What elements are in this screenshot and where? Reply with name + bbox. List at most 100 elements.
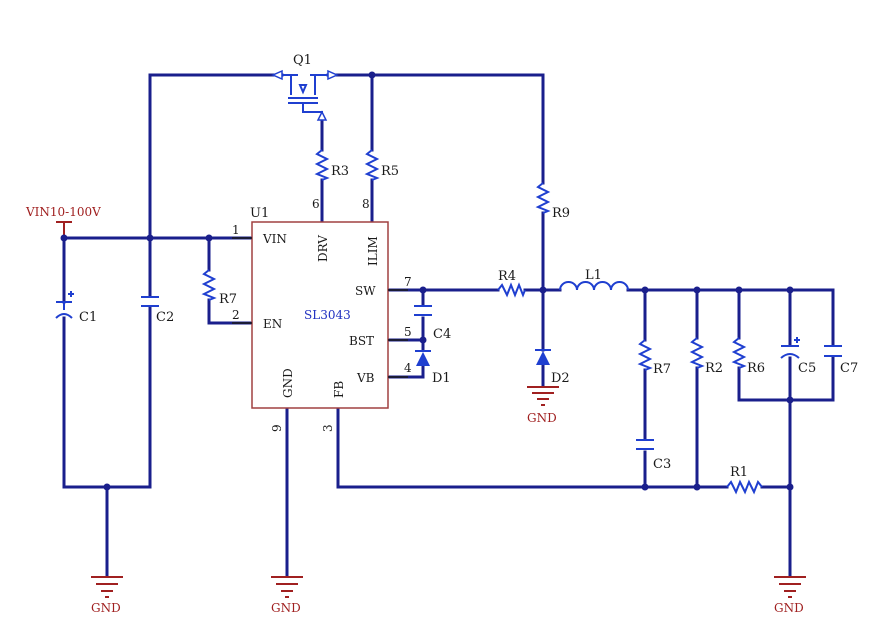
junctions (60, 71, 794, 491)
pin-name-gnd: GND (281, 368, 295, 398)
r4-label: R4 (498, 269, 516, 284)
diode-d1-triangle (416, 352, 430, 366)
r3-label: R3 (331, 164, 349, 179)
c7-label: C7 (840, 361, 858, 376)
junction-dot (103, 483, 111, 491)
resistor-r5 (364, 149, 380, 181)
c5-label: C5 (798, 361, 816, 376)
capacitor-c2 (141, 296, 159, 307)
c2-label: C2 (156, 310, 174, 325)
diodes: D1 D2 (415, 349, 570, 386)
ground-symbol-right (774, 576, 806, 598)
capacitor-c5-plus (794, 337, 800, 343)
pin-num-bst: 5 (404, 325, 412, 339)
pin-name-drv: DRV (316, 235, 330, 262)
junction-dot (693, 483, 701, 491)
junction-dot (146, 234, 154, 242)
vin-net-label: VIN10-100V (25, 205, 101, 219)
ground-symbol-chip (271, 576, 303, 598)
inductor-l1: L1 (559, 268, 629, 291)
r7-left-label: R7 (219, 292, 237, 307)
wire-q1-to-r9 (326, 73, 545, 185)
resistor-r9 (535, 182, 551, 214)
junction-dot (60, 234, 68, 242)
mosfet-q1: Q1 (271, 53, 339, 121)
pin-num-drv: 6 (312, 197, 320, 211)
r2-label: R2 (705, 361, 723, 376)
pin-num-ilim: 8 (362, 197, 370, 211)
resistors: R3 R5 R9 R7 R4 R7 R2 R6 R1 (201, 149, 765, 495)
junction-dot (205, 234, 213, 242)
l1-label: L1 (585, 268, 602, 283)
r7-right-label: R7 (653, 362, 671, 377)
pin-name-fb: FB (332, 381, 346, 398)
grounds: GND GND GND GND (91, 386, 806, 615)
junction-dot (419, 336, 427, 344)
c1-label: C1 (79, 310, 97, 325)
ground-symbol-left (91, 576, 123, 598)
gnd-left-label: GND (91, 601, 121, 615)
r1-label: R1 (730, 465, 748, 480)
chip-pin-stubs (232, 237, 408, 378)
capacitor-c5-plate-bottom (780, 353, 800, 359)
resistor-r2 (689, 337, 705, 369)
capacitor-c3 (636, 439, 654, 450)
wire-r6-bottom (737, 366, 835, 402)
pin-num-en: 2 (232, 308, 240, 322)
junction-dot (419, 286, 427, 294)
c3-label: C3 (653, 457, 671, 472)
resistor-r6 (731, 337, 747, 369)
junction-dot (693, 286, 701, 294)
d1-label: D1 (432, 371, 451, 386)
chip-part-number: SL3043 (304, 308, 351, 322)
r5-label: R5 (381, 164, 399, 179)
junction-dot (641, 483, 649, 491)
wire-input-loop (62, 306, 152, 489)
pin-name-vin: VIN (262, 232, 287, 246)
d2-label: D2 (551, 371, 570, 386)
capacitor-c7 (824, 345, 842, 357)
chip-u1: U1 SL3043 1 VIN 2 EN 7 SW 5 BST 4 VB 6 D… (232, 197, 412, 432)
wire-fb (336, 406, 729, 489)
pin-name-bst: BST (349, 334, 374, 348)
pin-num-vin: 1 (232, 223, 240, 237)
junction-dot (539, 286, 547, 294)
pin-name-ilim: ILIM (366, 236, 380, 266)
wires (56, 73, 835, 577)
r6-label: R6 (747, 361, 765, 376)
ground-symbol-d2 (527, 386, 559, 406)
diode-d2-triangle (536, 351, 550, 365)
q1-label: Q1 (293, 53, 312, 68)
capacitor-c4 (414, 305, 432, 316)
pin-name-en: EN (263, 317, 282, 331)
pin-num-vb: 4 (404, 361, 412, 375)
resistor-r7-right (637, 339, 653, 371)
chip-body (251, 221, 389, 409)
gnd-right-label: GND (774, 601, 804, 615)
pin-num-sw: 7 (404, 275, 412, 289)
resistor-r3 (314, 149, 330, 181)
junction-dot (735, 286, 743, 294)
capacitors: C1 C2 C4 C3 C5 C7 (55, 291, 858, 472)
r9-label: R9 (552, 206, 570, 221)
junction-dot (786, 396, 794, 404)
mosfet-body (288, 75, 318, 104)
capacitor-c1-plus (68, 291, 74, 297)
inductor-coil (559, 281, 629, 291)
gnd-chip-label: GND (271, 601, 301, 615)
pin-name-vb: VB (356, 371, 375, 385)
pin-num-fb: 3 (321, 424, 335, 432)
mosfet-gate-arrow (316, 110, 328, 121)
resistor-r4 (497, 282, 526, 298)
junction-dot (641, 286, 649, 294)
capacitor-c1-plate-bottom (55, 313, 73, 319)
resistor-r1 (726, 479, 763, 495)
junction-dot (786, 483, 794, 491)
resistor-r7-left (201, 269, 217, 301)
chip-ref: U1 (250, 206, 269, 221)
pin-num-gnd: 9 (270, 424, 284, 432)
pin-name-sw: SW (355, 284, 376, 298)
c4-label: C4 (433, 327, 451, 342)
gnd-d2-label: GND (527, 411, 557, 425)
